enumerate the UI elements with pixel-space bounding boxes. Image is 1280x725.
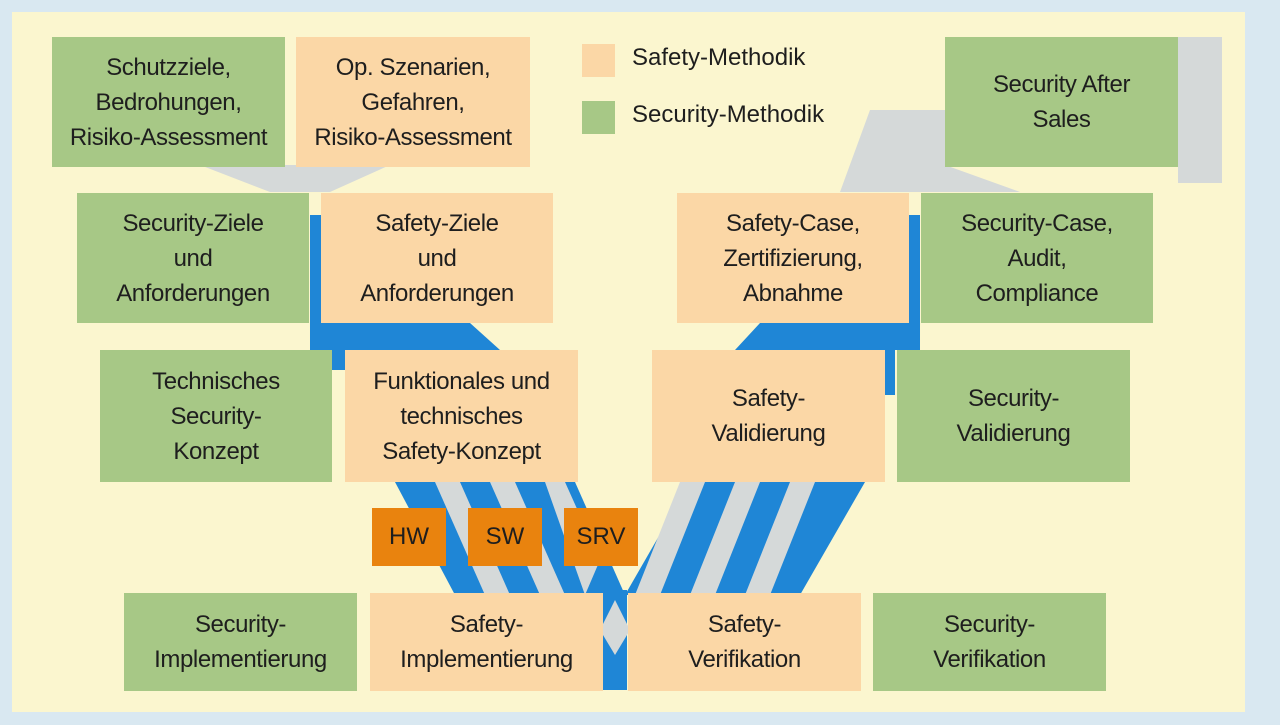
flow-stripe-right-2 [690,482,760,595]
legend-label-security: Security-Methodik [632,101,825,128]
flow-stripe-right-3 [745,482,815,595]
tag-hw: HW [372,508,446,566]
flow-band-blue-right-mid [735,323,920,395]
flow-band-gray-center-diamond [600,600,630,655]
box-schutzziele: Schutzziele, Bedrohungen, Risiko-Assessm… [52,37,285,167]
tag-sw: SW [468,508,542,566]
legend-label-safety: Safety-Methodik [632,44,806,71]
box-security-verifikation: Security- Verifikation [873,593,1106,691]
box-security-implementierung: Security- Implementierung [124,593,357,691]
flow-stripe-right-1 [635,482,705,595]
flow-band-blue-left-mid [310,323,500,370]
box-security-ziele: Security-Ziele und Anforderungen [77,193,309,323]
box-op-szenarien: Op. Szenarien, Gefahren, Risiko-Assessme… [296,37,530,167]
box-safety-verifikation: Safety- Verifikation [628,593,861,691]
box-security-after-sales: Security After Sales [945,37,1178,167]
box-safety-case: Safety-Case, Zertifizierung, Abnahme [677,193,909,323]
flow-band-blue-right-upper [908,215,920,325]
legend-swatch-security [582,101,615,134]
box-tech-security-konzept: Technisches Security- Konzept [100,350,332,482]
flow-band-gray-right-top [840,110,1020,192]
flow-band-blue-left-upper [310,215,322,325]
box-safety-ziele: Safety-Ziele und Anforderungen [321,193,553,323]
box-security-validierung: Security- Validierung [897,350,1130,482]
flow-band-gray-right-side [1178,37,1222,183]
box-funkt-safety-konzept: Funktionales und technisches Safety-Konz… [345,350,578,482]
tag-srv: SRV [564,508,638,566]
box-security-case: Security-Case, Audit, Compliance [921,193,1153,323]
legend-swatch-safety [582,44,615,77]
flow-band-gray-left-top [200,165,390,192]
box-safety-implementierung: Safety- Implementierung [370,593,603,691]
box-safety-validierung: Safety- Validierung [652,350,885,482]
